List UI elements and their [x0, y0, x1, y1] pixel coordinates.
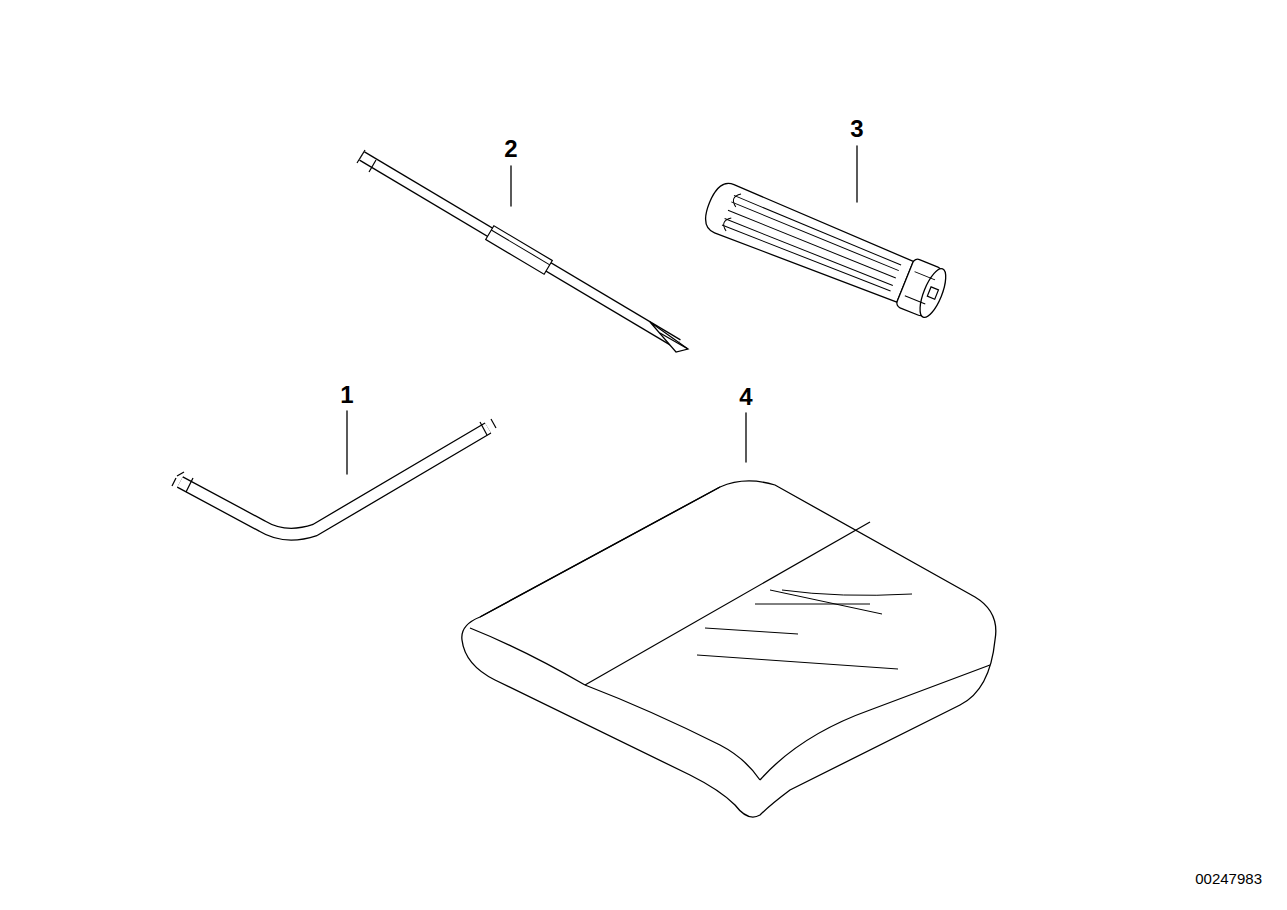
- leader-line: [510, 166, 511, 206]
- drawing-number: 00247983: [1195, 871, 1262, 886]
- callout-number: 2: [504, 137, 517, 161]
- callout-number: 1: [340, 383, 353, 407]
- callout-number: 4: [739, 385, 752, 409]
- handle: [700, 179, 951, 321]
- leader-line: [745, 413, 746, 462]
- callout-number: 3: [850, 117, 863, 141]
- leader-line: [856, 146, 857, 202]
- seat-cushion: [462, 481, 996, 817]
- screwdriver-bit: [357, 150, 688, 352]
- torx-key: [172, 419, 496, 534]
- leader-line: [346, 411, 347, 474]
